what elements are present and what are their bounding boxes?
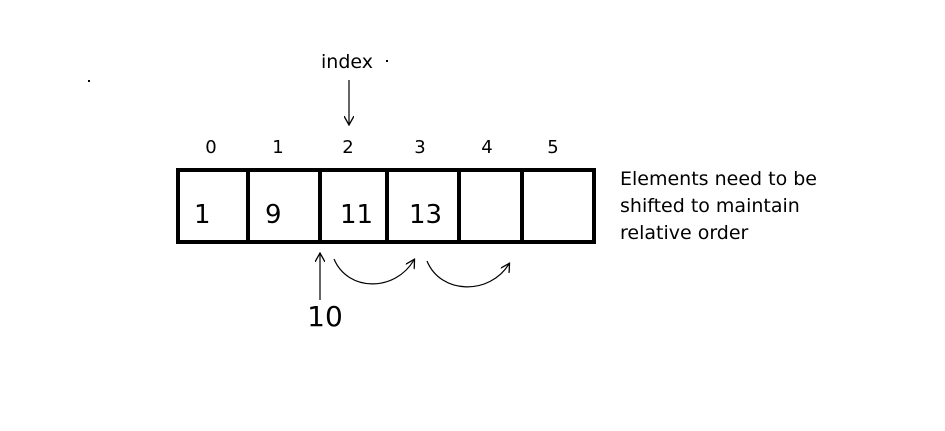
- index-number: 3: [414, 137, 426, 158]
- shift-arrow-2: [426, 260, 509, 288]
- index-number: 5: [547, 137, 559, 158]
- note-line: shifted to maintain: [620, 195, 800, 217]
- cell-value: 9: [265, 200, 282, 230]
- index-label: index: [321, 51, 373, 73]
- note-line: relative order: [620, 222, 749, 244]
- index-number: 4: [481, 137, 493, 158]
- note-line: Elements need to be: [620, 168, 817, 190]
- shift-explanation: Elements need to be shifted to maintain …: [620, 166, 817, 247]
- insert-value: 10: [307, 300, 343, 333]
- index-number: 0: [205, 137, 217, 158]
- stray-dot: [386, 60, 388, 62]
- cell-value: 13: [409, 200, 443, 230]
- stray-dot: [88, 80, 90, 82]
- shift-arrow-1: [333, 259, 414, 285]
- index-number: 1: [272, 137, 284, 158]
- cell-value: 11: [340, 200, 374, 230]
- cell-value: 1: [194, 200, 211, 230]
- index-number: 2: [342, 137, 354, 158]
